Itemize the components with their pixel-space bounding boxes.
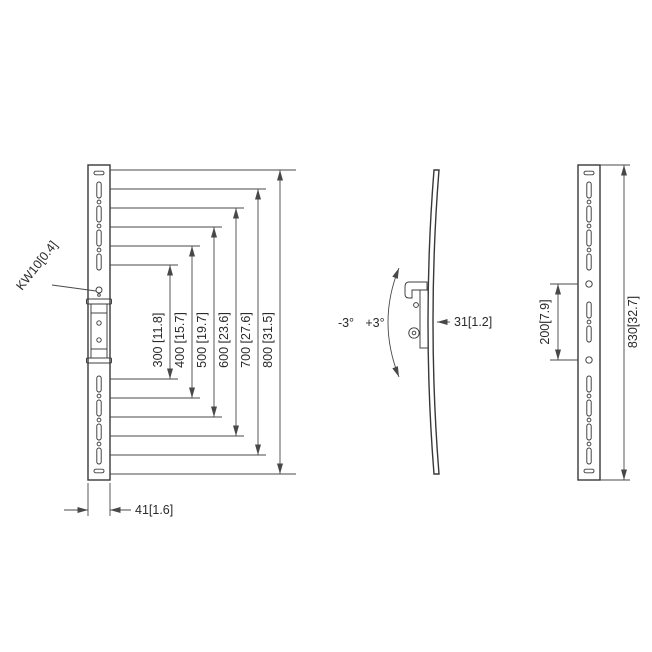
rear-view-bar (577, 164, 601, 481)
tilt-arc (387, 267, 400, 378)
front-view: 300 [11.8] 400 [15.7] 500 [19.7] 600 [23… (13, 164, 296, 517)
front-view-bar-slots (86, 170, 112, 474)
tilt-positive-label: +3° (365, 316, 384, 330)
front-view-bar (87, 164, 111, 481)
dim-label-800: 800 [31.5] (261, 312, 275, 368)
dim-label-700: 700 [27.6] (239, 312, 253, 368)
wall-hook-detail (404, 281, 429, 349)
kw10-label: KW10[0.4] (13, 238, 60, 293)
dim-label-300: 300 [11.8] (151, 313, 165, 368)
keyhole (95, 286, 103, 294)
side-view: -3° +3° 31[1.2] (338, 169, 492, 475)
connector-bottom-tab (86, 357, 112, 364)
overall-height-label: 830[32.7] (626, 296, 640, 348)
dim-label-400: 400 [15.7] (173, 312, 187, 368)
overall-height-dimension: 830[32.7] (600, 164, 640, 481)
depth-dim-label: 31[1.2] (454, 315, 492, 329)
width-dim-label: 41[1.6] (135, 503, 173, 517)
side-view-profile (427, 169, 440, 475)
rear-view: 200[7.9] 830[32.7] (538, 164, 640, 481)
tilt-negative-label: -3° (338, 316, 354, 330)
dim-label-600: 600 [23.6] (217, 312, 231, 368)
hole-pitch-label: 200[7.9] (538, 299, 552, 344)
depth-dimension: 31[1.2] (437, 315, 492, 329)
dim-label-500: 500 [19.7] (195, 312, 209, 368)
front-view-dimension-chain: 300 [11.8] 400 [15.7] 500 [19.7] 600 [23… (110, 169, 296, 475)
kw10-callout: KW10[0.4] (13, 238, 97, 293)
bar-width-dimension: 41[1.6] (64, 483, 173, 517)
hole-pitch-dimension: 200[7.9] (538, 283, 578, 361)
